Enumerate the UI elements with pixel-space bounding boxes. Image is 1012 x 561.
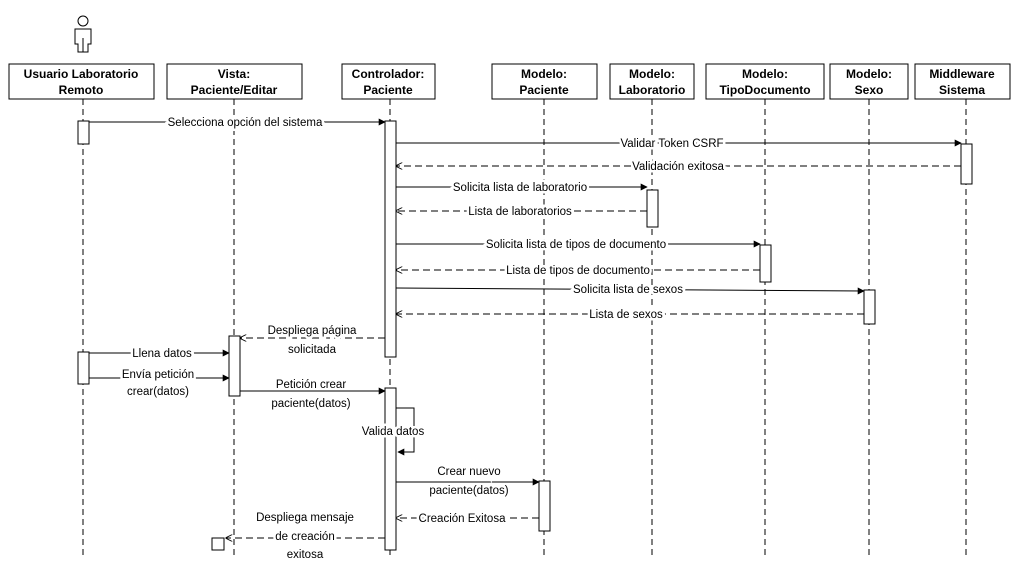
message-label: Crear nuevo — [437, 466, 500, 478]
message-label: Despliega mensaje — [256, 512, 354, 524]
lifeline-title: Modelo: — [629, 67, 675, 81]
lifeline-box-vista — [166, 63, 303, 100]
activation-bar — [77, 120, 90, 145]
lifeline-name: Paciente/Editar — [191, 83, 278, 97]
activation-bar — [384, 120, 397, 358]
self-message-arrow — [396, 407, 415, 456]
actor-icon — [74, 15, 92, 53]
message-label: crear(datos) — [127, 386, 189, 398]
message-label: solicitada — [288, 344, 337, 356]
message-label: paciente(datos) — [429, 485, 508, 497]
lifeline-title: Modelo: — [742, 67, 788, 81]
lifeline-name: Sistema — [939, 83, 985, 97]
message-label: Solicita lista de laboratorio — [453, 182, 587, 194]
message-label: Solicita lista de sexos — [573, 284, 683, 296]
lifeline-name: TipoDocumento — [719, 83, 810, 97]
lifeline-title: Middleware — [929, 67, 995, 81]
message-label: Envía petición — [122, 369, 194, 381]
final-state-box — [211, 537, 225, 551]
message-label: Valida datos — [362, 426, 425, 438]
message-label: paciente(datos) — [271, 398, 350, 410]
lifeline-name: Paciente — [363, 83, 413, 97]
actor-label: Usuario Laboratorio — [24, 67, 139, 81]
lifeline-box-modelo-laboratorio — [609, 63, 695, 100]
message-label: exitosa — [287, 549, 324, 561]
activation-bar — [863, 289, 876, 325]
lifeline-box-middleware — [914, 63, 1011, 100]
lifeline-title: Controlador: — [352, 67, 425, 81]
lifeline-name: Laboratorio — [619, 83, 686, 97]
activation-bar — [538, 480, 551, 532]
actor-box — [8, 63, 155, 100]
message-label: Lista de laboratorios — [468, 206, 572, 218]
activation-bar — [759, 244, 772, 283]
lifeline-box-modelo-tipodocumento — [705, 63, 825, 100]
activation-bar — [77, 351, 90, 385]
message-label: Selecciona opción del sistema — [168, 117, 323, 129]
actor-label-2: Remoto — [59, 83, 104, 97]
message-label: Llena datos — [132, 348, 192, 360]
lifeline-box-controlador — [341, 63, 436, 100]
message-label: Despliega página — [268, 325, 357, 337]
lifeline-title: Modelo: — [521, 67, 567, 81]
lifeline-box-modelo-paciente — [491, 63, 598, 100]
activation-bar — [384, 387, 397, 551]
message-label: Lista de sexos — [589, 309, 663, 321]
lifeline-title: Modelo: — [846, 67, 892, 81]
lifeline-name: Sexo — [855, 83, 884, 97]
lifeline-title: Vista: — [218, 67, 250, 81]
activation-bar — [646, 189, 659, 228]
activation-bar — [960, 143, 973, 185]
message-label: Petición crear — [276, 379, 346, 391]
message-arrow — [395, 287, 865, 295]
message-label: Validación exitosa — [632, 161, 724, 173]
message-label: Validar Token CSRF — [620, 138, 723, 150]
message-label: Lista de tipos de documento — [506, 265, 650, 277]
lifeline-name: Paciente — [519, 83, 569, 97]
message-label: Creación Exitosa — [419, 513, 507, 525]
activation-bar — [228, 335, 241, 397]
lifeline-box-modelo-sexo — [829, 63, 909, 100]
message-label: Solicita lista de tipos de documento — [486, 239, 666, 251]
message-label: de creación — [275, 531, 334, 543]
